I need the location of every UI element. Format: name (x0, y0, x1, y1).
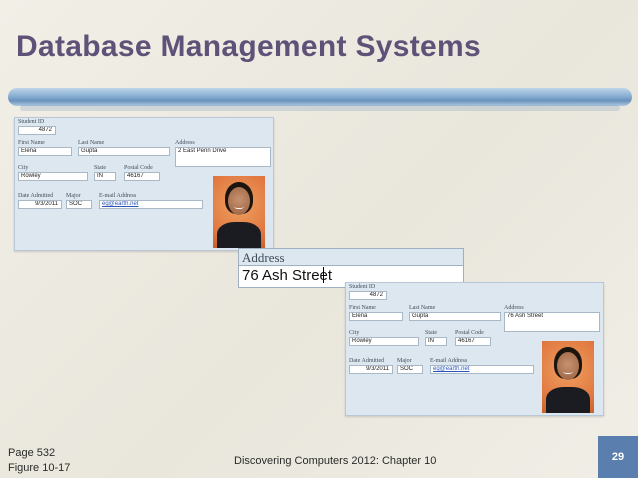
student-form-before: Student ID 4872 First Name Elena Last Na… (14, 117, 274, 251)
address-zoom-callout: Address 76 Ash Street (238, 248, 464, 288)
photo-smile (563, 370, 573, 374)
postal-code-label: Postal Code (124, 165, 153, 171)
first-name-label: First Name (349, 305, 376, 311)
address-zoom-input[interactable]: 76 Ash Street (242, 267, 333, 284)
email-field[interactable]: eg@earth.net (430, 365, 534, 374)
address-field[interactable]: 2 East Penn Drive (175, 147, 271, 167)
email-field[interactable]: eg@earth.net (99, 200, 203, 209)
postal-code-field[interactable]: 46167 (124, 172, 160, 181)
first-name-field[interactable]: Elena (18, 147, 72, 156)
first-name-field[interactable]: Elena (349, 312, 403, 321)
date-admitted-field[interactable]: 9/3/2011 (349, 365, 393, 374)
city-label: City (18, 165, 29, 171)
postal-code-field[interactable]: 46167 (455, 337, 491, 346)
state-label: State (425, 330, 437, 336)
address-label: Address (175, 140, 195, 146)
student-form-after: Student ID 4872 First Name Elena Last Na… (345, 282, 604, 416)
city-field[interactable]: Rowley (349, 337, 419, 346)
title-accent-bar (8, 88, 632, 106)
date-admitted-label: Date Admitted (349, 358, 385, 364)
address-field[interactable]: 76 Ash Street (504, 312, 600, 332)
address-zoom-header: Address (239, 249, 463, 266)
photo-shirt (546, 387, 590, 413)
text-cursor (323, 267, 324, 283)
email-label: E-mail Address (430, 358, 468, 364)
email-link[interactable]: eg@earth.net (433, 366, 470, 372)
city-label: City (349, 330, 360, 336)
email-link[interactable]: eg@earth.net (102, 201, 139, 207)
student-id-label: Student ID (349, 284, 376, 290)
photo-face (557, 352, 579, 380)
footer-figure-ref: Figure 10-17 (8, 462, 71, 474)
student-id-field[interactable]: 4872 (349, 291, 387, 300)
photo-face (228, 187, 250, 215)
state-field[interactable]: IN (425, 337, 447, 346)
major-field[interactable]: SOC (66, 200, 92, 209)
footer-course-title: Discovering Computers 2012: Chapter 10 (234, 455, 437, 467)
student-photo (542, 341, 594, 413)
student-id-label: Student ID (18, 119, 45, 125)
address-label: Address (504, 305, 524, 311)
title-accent-shadow (20, 105, 620, 111)
email-label: E-mail Address (99, 193, 137, 199)
major-label: Major (397, 358, 412, 364)
date-admitted-label: Date Admitted (18, 193, 54, 199)
last-name-label: Last Name (409, 305, 436, 311)
photo-shirt (217, 222, 261, 248)
slide-title: Database Management Systems (16, 30, 481, 63)
address-zoom-label: Address (242, 250, 285, 265)
city-field[interactable]: Rowley (18, 172, 88, 181)
slide-number-badge: 29 (598, 436, 638, 478)
state-field[interactable]: IN (94, 172, 116, 181)
photo-smile (234, 205, 244, 209)
state-label: State (94, 165, 106, 171)
student-photo (213, 176, 265, 248)
postal-code-label: Postal Code (455, 330, 484, 336)
last-name-field[interactable]: Gupta (409, 312, 501, 321)
last-name-field[interactable]: Gupta (78, 147, 170, 156)
last-name-label: Last Name (78, 140, 105, 146)
major-label: Major (66, 193, 81, 199)
student-id-field[interactable]: 4872 (18, 126, 56, 135)
date-admitted-field[interactable]: 9/3/2011 (18, 200, 62, 209)
footer-page-ref: Page 532 (8, 447, 56, 459)
major-field[interactable]: SOC (397, 365, 423, 374)
first-name-label: First Name (18, 140, 45, 146)
